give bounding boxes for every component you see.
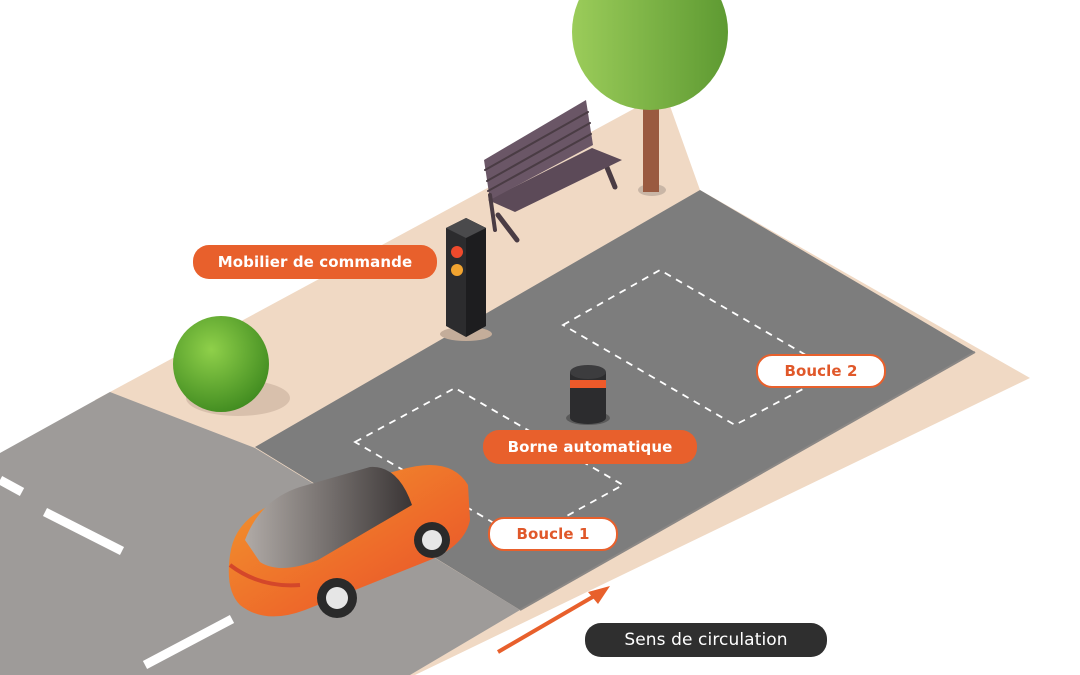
bench-icon	[484, 100, 622, 243]
bush-icon	[173, 316, 290, 416]
label-borne-automatique: Borne automatique	[483, 430, 697, 464]
car-icon	[228, 465, 470, 618]
tree-icon	[572, 0, 728, 196]
bollard-icon	[566, 365, 610, 425]
label-boucle-2: Boucle 2	[756, 354, 886, 388]
road-edge	[519, 351, 976, 611]
label-sens-de-circulation: Sens de circulation	[585, 623, 827, 657]
lane-markings	[0, 476, 235, 669]
direction-arrow-icon	[496, 586, 610, 654]
label-mobilier-de-commande: Mobilier de commande	[193, 245, 437, 279]
traffic-light-icon	[440, 218, 492, 341]
label-boucle-1: Boucle 1	[488, 517, 618, 551]
